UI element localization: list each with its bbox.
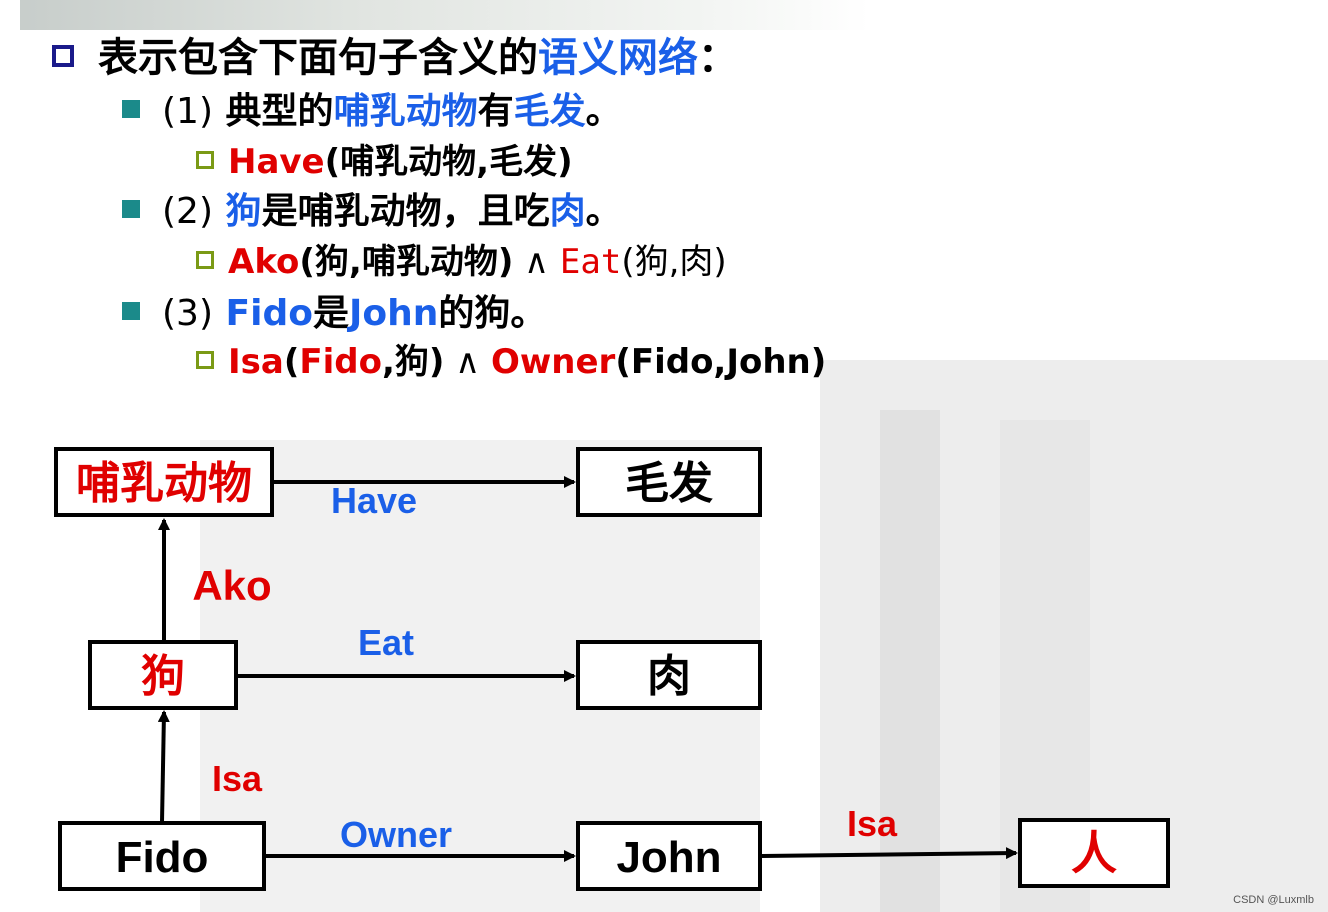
node-label: 肉 xyxy=(647,652,691,701)
heading-prefix: 表示包含下面句子含义的 xyxy=(98,35,538,81)
square-bullet-icon xyxy=(196,150,214,169)
edge-label-isa: Isa xyxy=(212,758,263,799)
node-label: 哺乳动物 xyxy=(76,459,252,508)
formula-part: (Fido,John) xyxy=(615,342,827,382)
sentence-part: 。 xyxy=(585,91,622,132)
square-bullet-icon xyxy=(122,200,140,218)
sentence-number: (2) xyxy=(162,191,213,232)
node-fido: Fido xyxy=(58,821,266,891)
formula-part: ( xyxy=(283,342,300,382)
sentence-part: Fido xyxy=(225,293,313,334)
edge-label-eat: Eat xyxy=(358,622,414,663)
node-meat: 肉 xyxy=(576,640,762,710)
formula-part: ,狗) xyxy=(381,342,445,382)
sentence-part: 。 xyxy=(585,191,622,232)
sentence-part: John xyxy=(349,293,439,334)
square-bullet-icon xyxy=(122,302,140,320)
sentence-part: 的狗。 xyxy=(438,293,547,334)
square-bullet-icon xyxy=(122,100,140,118)
formula-part: Fido xyxy=(299,342,382,382)
sentence-number: (3) xyxy=(162,293,213,334)
sentence-number: (1) xyxy=(162,91,213,132)
formula-part: Isa xyxy=(228,342,284,382)
sentence-3: (3) Fido是John的狗。 xyxy=(122,290,546,338)
formula-part: (哺乳动物,毛发) xyxy=(324,142,573,182)
edge-label-have: Have xyxy=(331,480,417,521)
square-bullet-icon xyxy=(196,350,214,369)
formula-3: Isa(Fido,狗) ∧ Owner(Fido,John) xyxy=(196,340,826,384)
sentence-part: 是 xyxy=(312,293,349,334)
sentence-part: 肉 xyxy=(549,191,586,232)
sentence-part: 是哺乳动物，且吃 xyxy=(261,191,550,232)
sentence-part: 狗 xyxy=(225,191,262,232)
heading-highlight: 语义网络 xyxy=(538,35,698,81)
edge-isa-arrow xyxy=(157,710,170,823)
edge-label-isa: Isa xyxy=(847,803,898,844)
watermark: CSDN @Luxmlb xyxy=(1233,894,1314,906)
square-bullet-icon xyxy=(52,45,74,67)
node-label: 人 xyxy=(1071,827,1117,879)
formula-part: Have xyxy=(228,142,325,182)
formula-part: Eat xyxy=(559,242,622,282)
heading-suffix: ： xyxy=(698,35,738,81)
edge-label-owner: Owner xyxy=(340,814,452,855)
square-bullet-icon xyxy=(196,250,214,269)
formula-part: Ako xyxy=(228,242,300,282)
formula-part: (狗,哺乳动物) xyxy=(299,242,514,282)
formula-part: Owner xyxy=(490,342,616,382)
formula-1: Have(哺乳动物,毛发) xyxy=(196,140,573,184)
sentence-part: 有 xyxy=(477,91,514,132)
formula-part: (狗,肉) xyxy=(621,242,727,282)
node-john: John xyxy=(576,821,762,891)
sentence-part: 哺乳动物 xyxy=(333,91,478,132)
formula-2: Ako(狗,哺乳动物) ∧ Eat(狗,肉) xyxy=(196,240,727,284)
sentence-part: 毛发 xyxy=(513,91,586,132)
node-person: 人 xyxy=(1018,818,1170,888)
slide-heading: 表示包含下面句子含义的语义网络： xyxy=(52,30,738,86)
background-top-strip xyxy=(20,0,870,30)
node-mammal: 哺乳动物 xyxy=(54,447,274,517)
node-label: 毛发 xyxy=(625,459,713,508)
sentence-1: (1) 典型的哺乳动物有毛发。 xyxy=(122,88,622,136)
node-label: 狗 xyxy=(141,652,185,701)
formula-part: ∧ xyxy=(444,342,491,382)
edge-isa-arrow xyxy=(761,847,1018,860)
node-label: Fido xyxy=(116,833,209,882)
node-label: John xyxy=(616,833,721,882)
sentence-2: (2) 狗是哺乳动物，且吃肉。 xyxy=(122,188,622,236)
sentence-part: 典型的 xyxy=(225,91,334,132)
background-building xyxy=(880,410,940,912)
node-hair: 毛发 xyxy=(576,447,762,517)
edge-label-ako: Ako xyxy=(192,562,271,609)
node-dog: 狗 xyxy=(88,640,238,710)
formula-part: ∧ xyxy=(513,242,560,282)
